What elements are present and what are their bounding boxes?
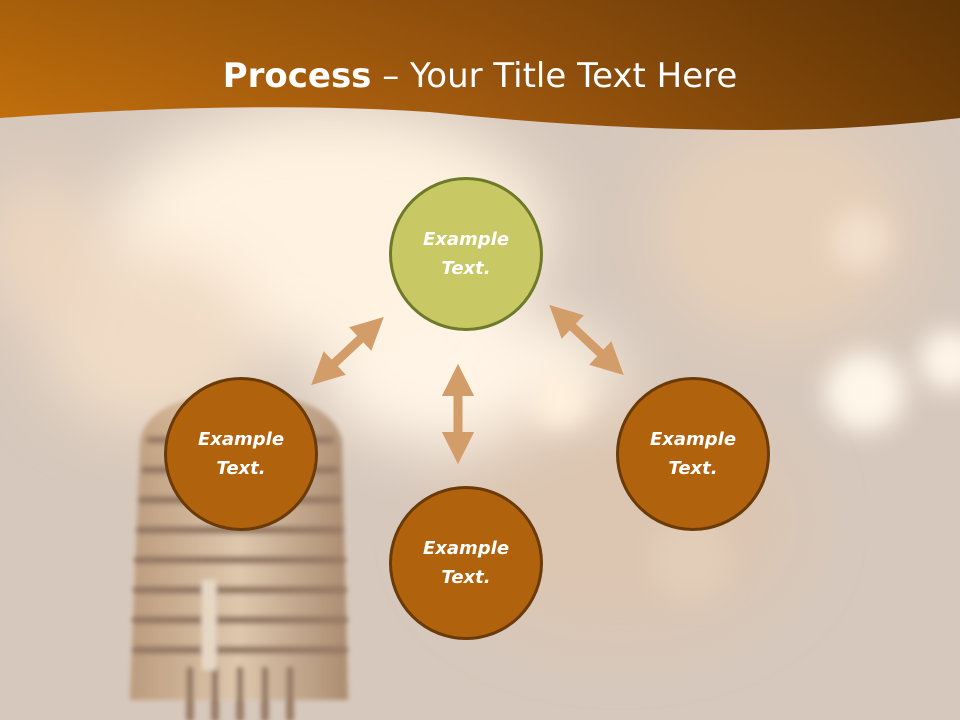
node-bottom-line1: Example xyxy=(422,538,510,559)
node-top-line2: Text. xyxy=(441,258,491,279)
node-top-line1: Example xyxy=(422,229,510,250)
node-left-line2: Text. xyxy=(216,458,266,479)
title-rest-part: – Your Title Text Here xyxy=(371,56,738,96)
node-left: Example Text. xyxy=(164,377,318,531)
title-bold-part: Process xyxy=(222,56,372,96)
node-right-line2: Text. xyxy=(668,458,718,479)
node-bottom-line2: Text. xyxy=(441,567,491,588)
node-left-line1: Example xyxy=(197,429,285,450)
slide-title: Process – Your Title Text Here xyxy=(0,52,960,100)
node-right: Example Text. xyxy=(616,377,770,531)
node-right-line1: Example xyxy=(649,429,737,450)
node-bottom: Example Text. xyxy=(389,486,543,640)
node-top: Example Text. xyxy=(389,177,543,331)
